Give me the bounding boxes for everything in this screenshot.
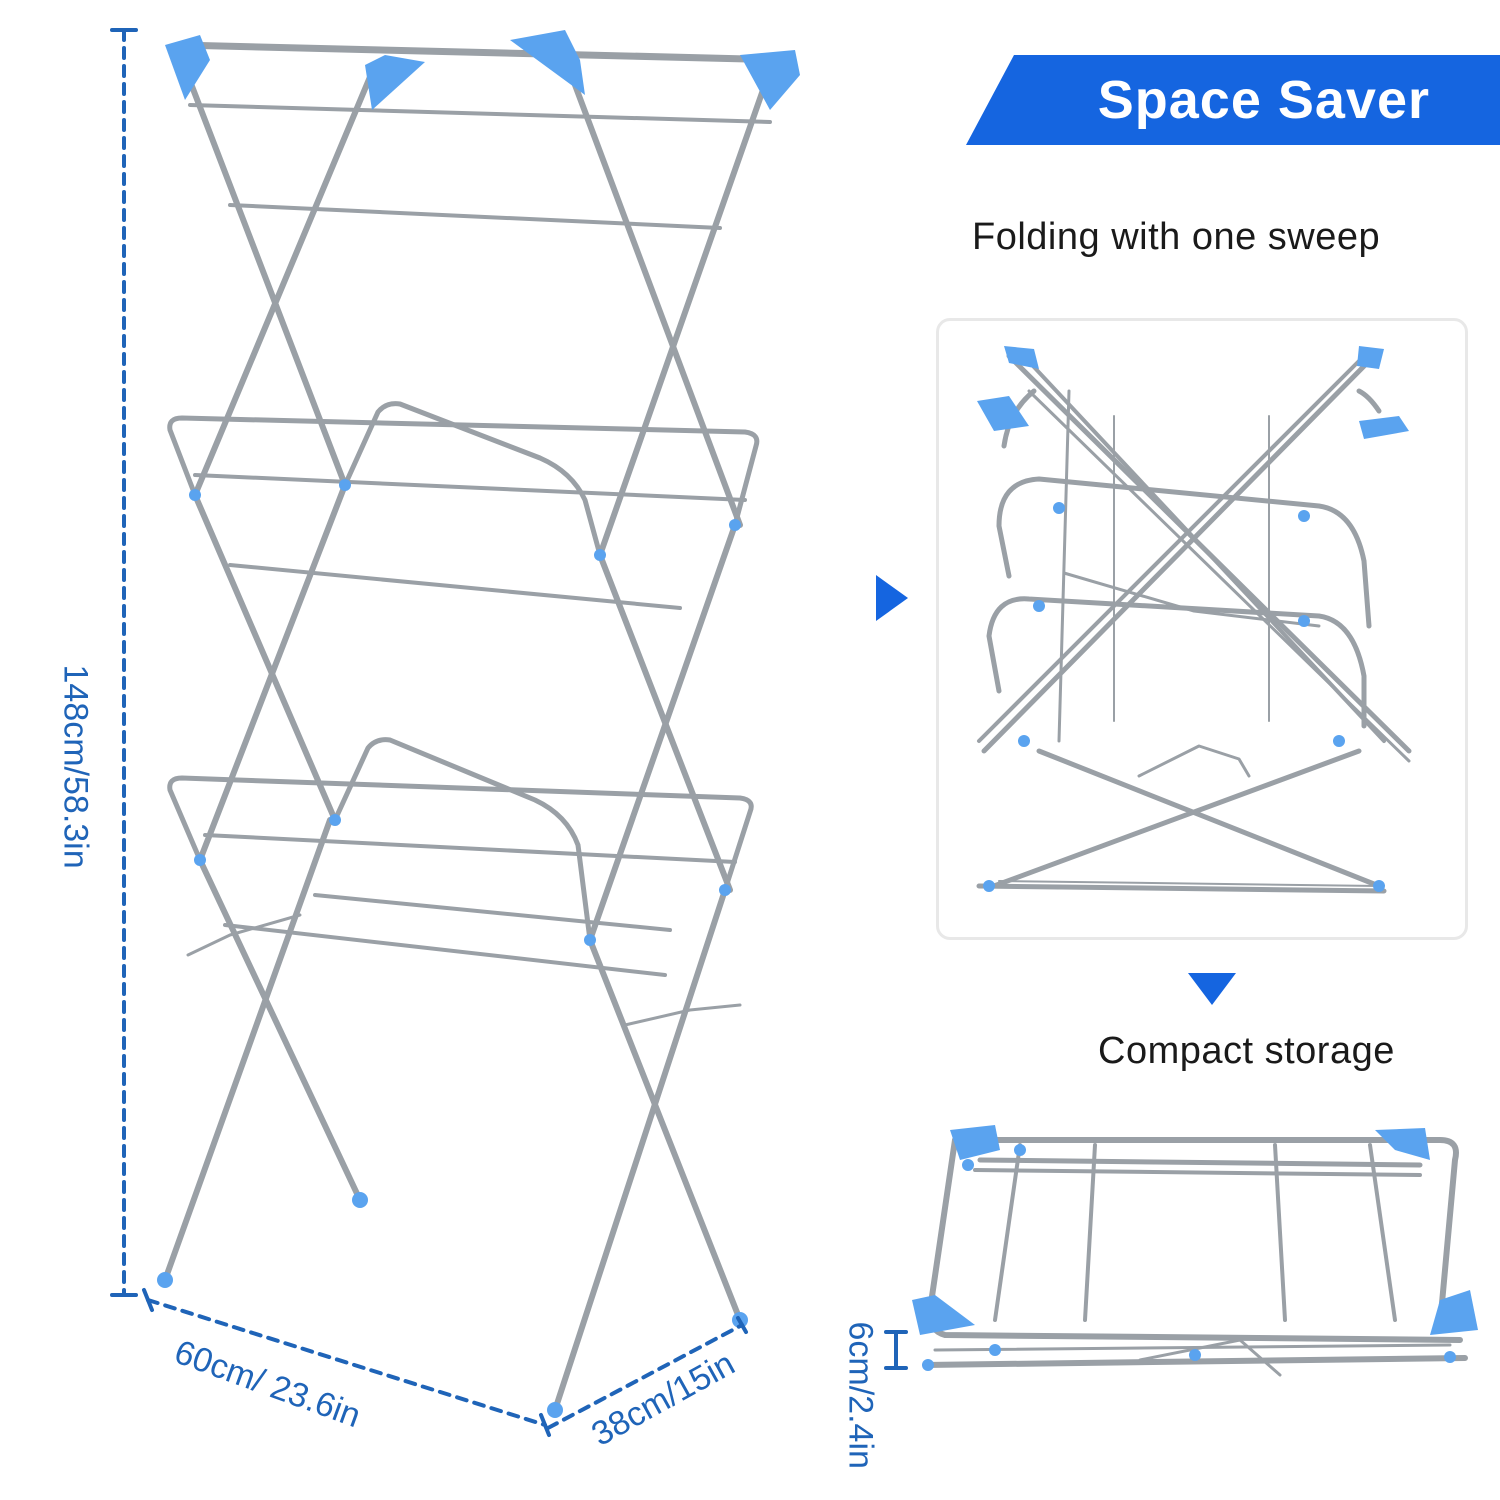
height-dimension-label: 148cm/58.3in — [56, 664, 95, 869]
arrows — [876, 575, 1236, 1005]
arrow-down-icon — [1188, 973, 1236, 1005]
arrow-right-icon — [876, 575, 908, 621]
drying-rack-half-folded — [976, 346, 1412, 894]
folding-caption: Folding with one sweep — [972, 216, 1381, 258]
dimension-lines — [110, 28, 908, 1437]
space-saver-banner: Space Saver — [966, 55, 1500, 145]
drying-rack-folded-flat — [912, 1125, 1478, 1377]
banner-title: Space Saver — [1097, 70, 1430, 130]
folding-demo-panel — [936, 318, 1468, 940]
drying-rack-unfolded — [157, 30, 800, 1418]
compact-caption: Compact storage — [1098, 1030, 1395, 1072]
folded-thickness-label: 6cm/2.4in — [841, 1321, 880, 1469]
